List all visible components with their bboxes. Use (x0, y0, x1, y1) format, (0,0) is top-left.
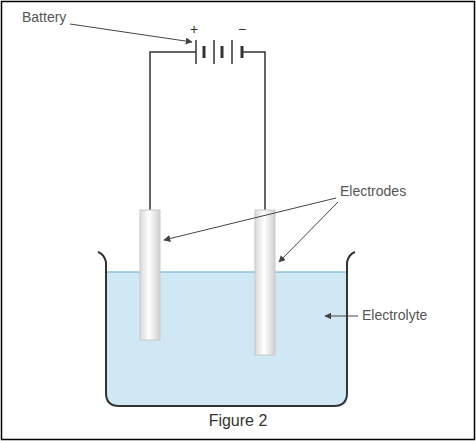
part-label: Electrodes (340, 184, 406, 199)
beaker (98, 252, 355, 406)
part-label: Electrolyte (362, 308, 427, 323)
leader-line (279, 202, 338, 262)
leader-line (164, 198, 336, 240)
leader-line (325, 316, 358, 317)
leader-line (70, 24, 192, 42)
electrode (140, 210, 160, 340)
part-label: Battery (22, 10, 66, 25)
figure-caption: Figure 2 (0, 412, 476, 430)
polarity-sign: + (190, 22, 198, 37)
battery-symbol (196, 40, 242, 64)
wire (150, 52, 196, 212)
polarity-sign: − (238, 22, 246, 37)
wire (242, 52, 265, 212)
electrode (255, 210, 275, 355)
